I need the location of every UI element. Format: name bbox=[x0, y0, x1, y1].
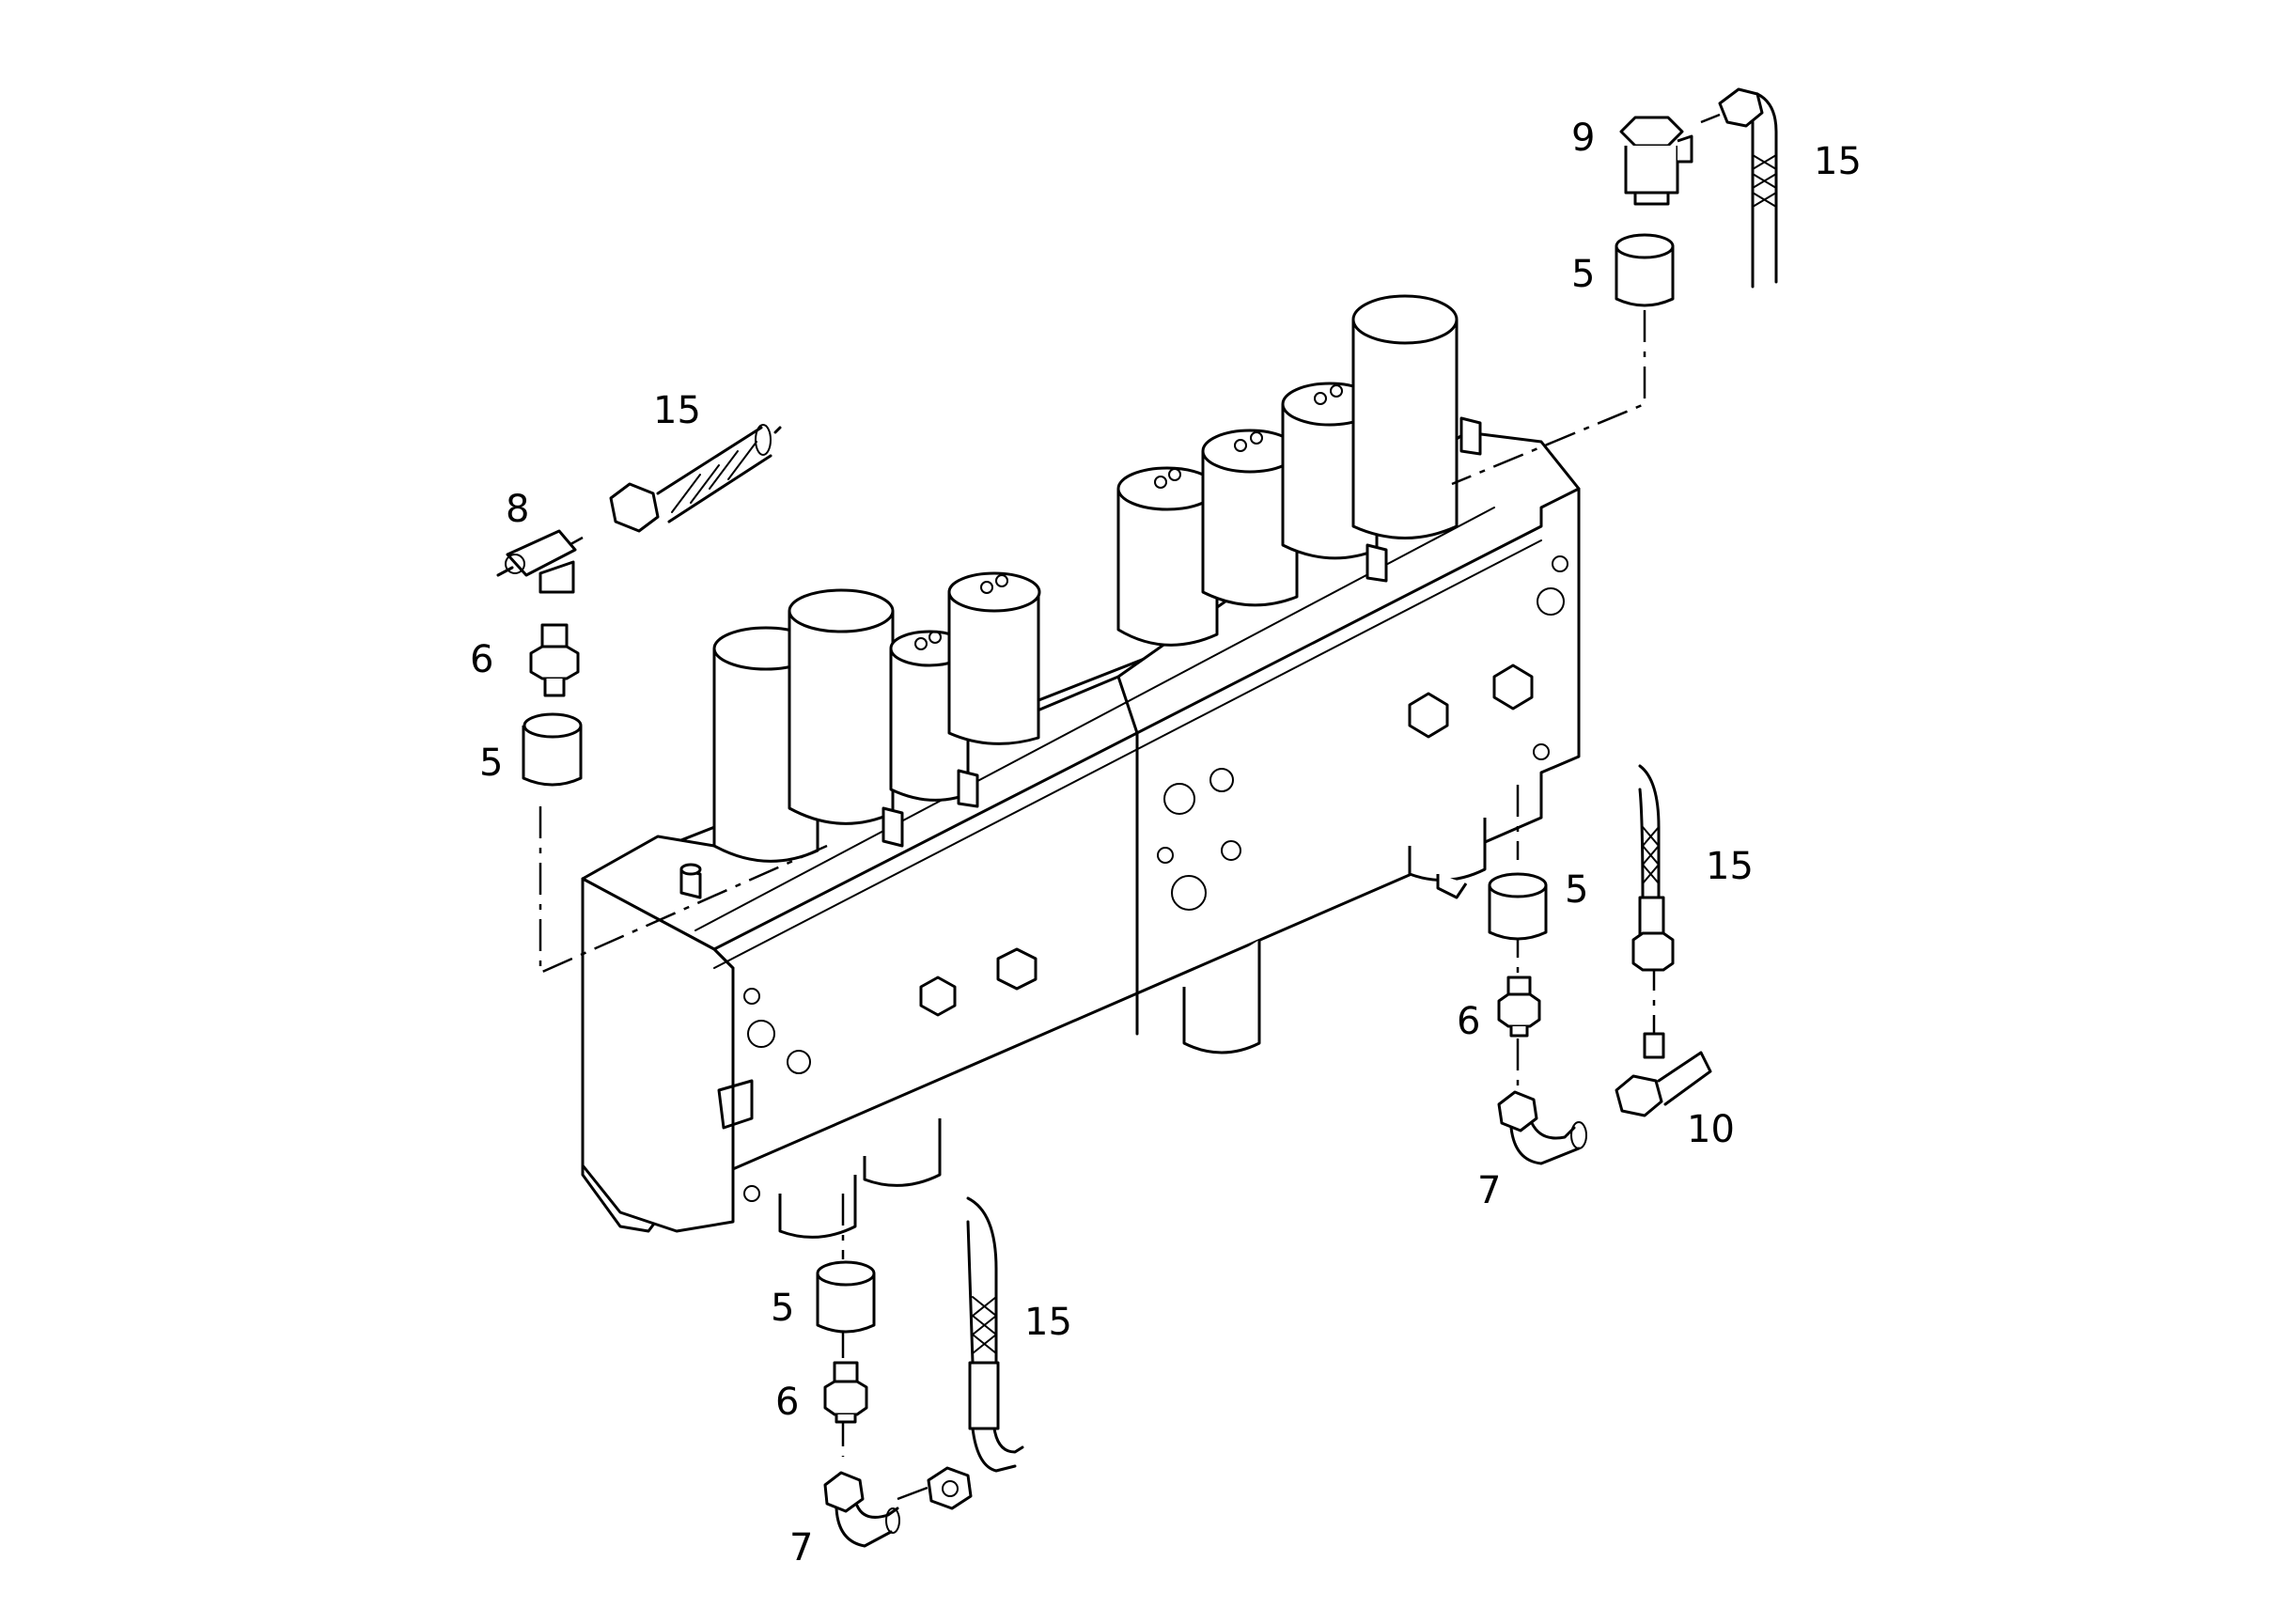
callout-5-top-right: 5 bbox=[1571, 253, 1595, 296]
part-10-adapter bbox=[1615, 1032, 1712, 1117]
part-5-spacer-bottom bbox=[816, 1260, 876, 1334]
part-5-spacer-right bbox=[1488, 872, 1548, 941]
callout-15-top-right: 15 bbox=[1814, 140, 1862, 183]
valve-block-bottom-spools bbox=[778, 818, 1487, 1239]
callout-15-right: 15 bbox=[1706, 845, 1754, 888]
part-15-hose-bottom bbox=[927, 1196, 1024, 1510]
part-7-elbow-right bbox=[1497, 1090, 1587, 1165]
callout-9: 9 bbox=[1571, 117, 1595, 160]
solenoid-coils bbox=[712, 294, 1459, 863]
callout-8: 8 bbox=[506, 488, 529, 531]
callout-labels: 9 15 5 15 8 6 5 5 15 6 10 7 5 15 6 7 bbox=[470, 117, 1862, 1569]
callout-10: 10 bbox=[1687, 1108, 1735, 1151]
callout-6-left: 6 bbox=[470, 638, 493, 681]
part-15-hose-right bbox=[1631, 764, 1675, 972]
callout-6-bottom: 6 bbox=[775, 1381, 799, 1424]
part-6-nipple-left bbox=[529, 623, 580, 697]
part-6-nipple-right bbox=[1497, 976, 1541, 1038]
callout-7-bottom: 7 bbox=[789, 1526, 813, 1569]
part-15-hose-top-left bbox=[609, 424, 782, 533]
part-6-nipple-bottom bbox=[823, 1361, 868, 1424]
part-15-hose-top-right bbox=[1718, 87, 1778, 289]
callout-5-left: 5 bbox=[479, 742, 503, 785]
block-top-fittings bbox=[679, 416, 1482, 899]
part-7-elbow-bottom bbox=[823, 1471, 900, 1548]
callout-15-bottom: 15 bbox=[1024, 1301, 1072, 1344]
part-5-spacer-left bbox=[522, 712, 583, 787]
part-5-spacer-top-right bbox=[1615, 233, 1675, 307]
callout-15-top-left: 15 bbox=[653, 389, 701, 432]
part-9-tee-fitting bbox=[1619, 116, 1693, 206]
part-8-tee-fitting bbox=[496, 529, 577, 594]
callout-7-right: 7 bbox=[1477, 1169, 1501, 1212]
callout-6-right: 6 bbox=[1457, 1000, 1480, 1043]
callout-5-bottom: 5 bbox=[771, 1287, 794, 1330]
callout-5-right: 5 bbox=[1565, 868, 1588, 912]
